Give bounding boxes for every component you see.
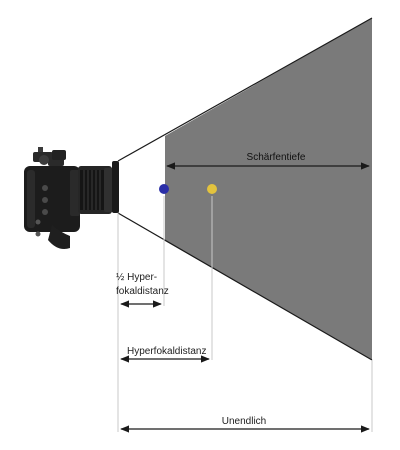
depth-of-field-area	[165, 18, 372, 360]
hyperfocal-label: Hyperfokaldistanz	[127, 346, 206, 357]
infinity-label: Unendlich	[222, 416, 266, 427]
half-hyperfocal-label-line2: fokaldistanz	[116, 286, 169, 297]
focus-point-dot	[207, 184, 217, 194]
depth-of-field-label: Schärfentiefe	[247, 152, 306, 163]
half-hyperfocal-label-line1: ½ Hyper-	[116, 272, 157, 283]
view-cone-lower-edge	[117, 212, 373, 361]
near-point-dot	[159, 184, 169, 194]
view-cone-upper-edge	[117, 17, 373, 162]
camera-icon	[24, 147, 119, 249]
